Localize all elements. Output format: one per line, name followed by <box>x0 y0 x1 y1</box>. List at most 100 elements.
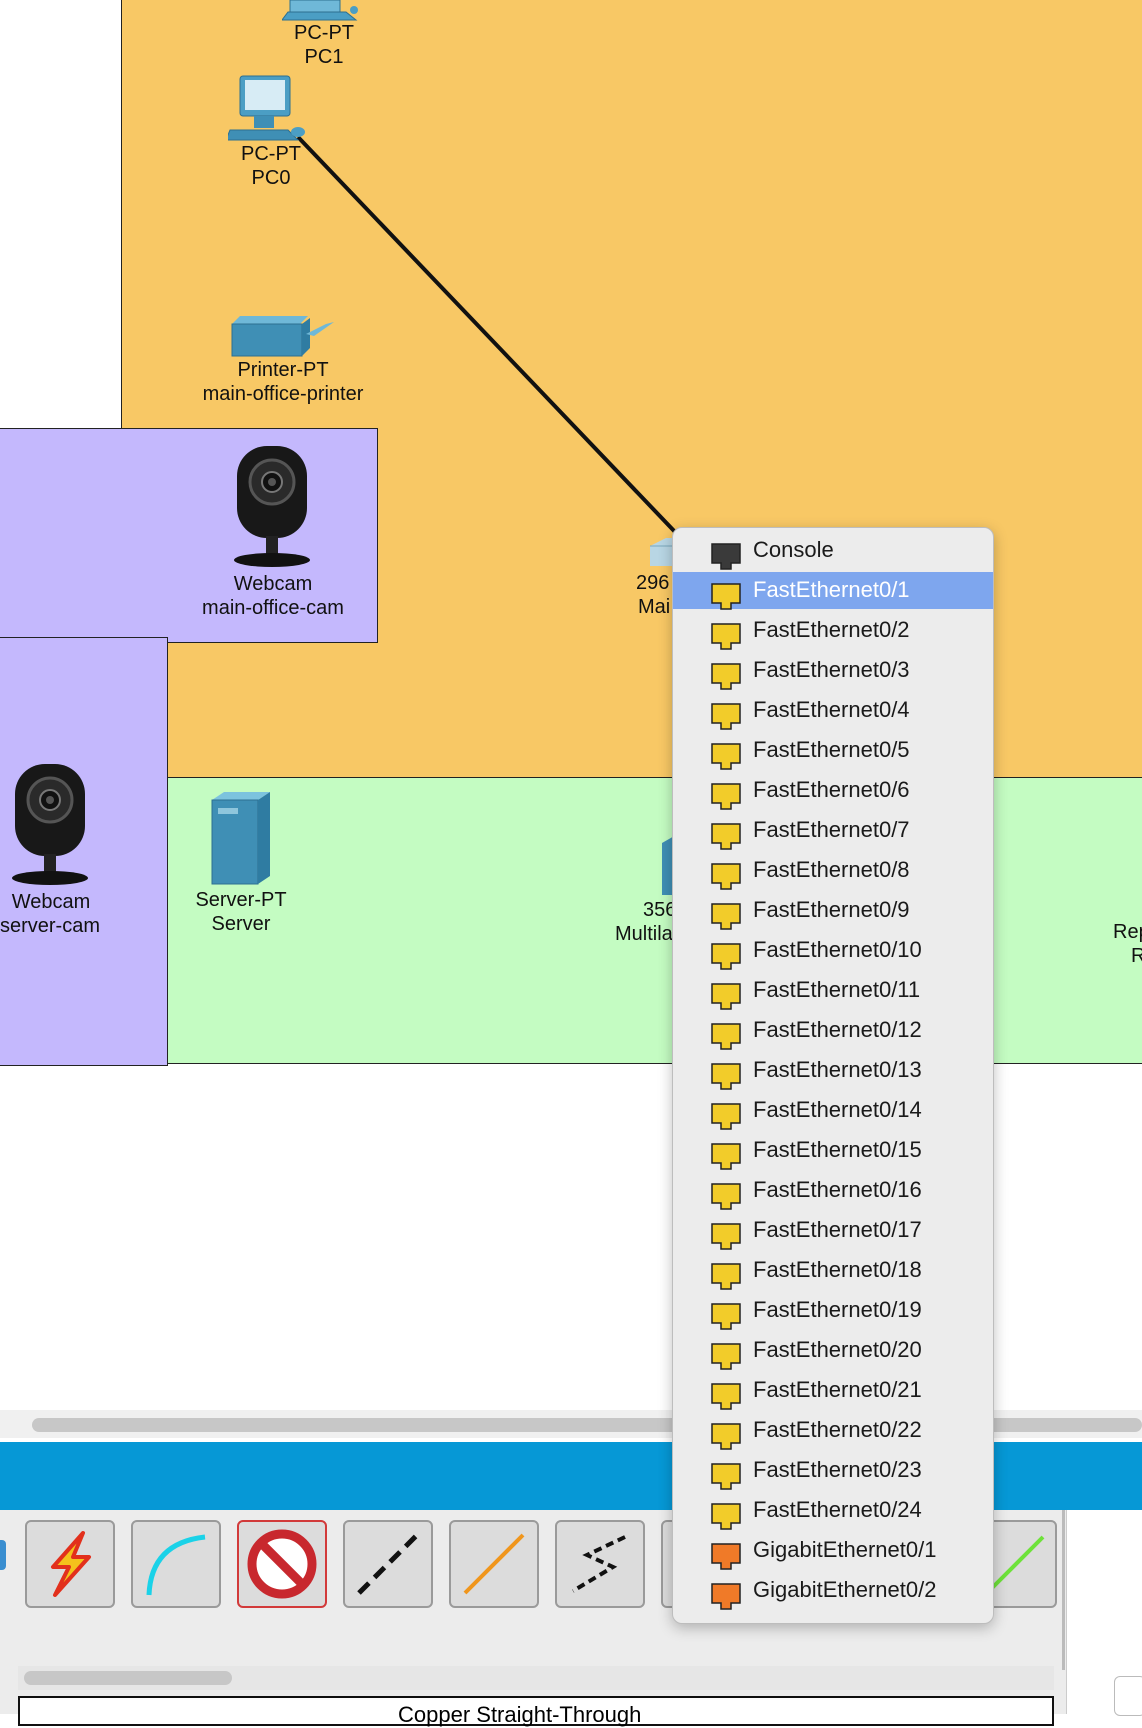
port-menu-item-label: FastEthernet0/15 <box>753 1137 922 1162</box>
port-menu-item[interactable]: FastEthernet0/19 <box>673 1292 993 1330</box>
port-menu-item[interactable]: FastEthernet0/24 <box>673 1492 993 1530</box>
side-panel-box[interactable] <box>1114 1676 1142 1716</box>
fiber-tool[interactable] <box>555 1520 645 1608</box>
printer-type-label: Printer-PT <box>237 359 329 381</box>
port-menu-item-label: FastEthernet0/21 <box>753 1377 922 1402</box>
gigabit-port-icon <box>711 1543 741 1570</box>
none-icon <box>247 1529 317 1599</box>
port-menu-item[interactable]: FastEthernet0/20 <box>673 1332 993 1370</box>
webcam-office-icon[interactable] <box>232 444 312 570</box>
port-menu-item[interactable]: FastEthernet0/2 <box>673 612 993 650</box>
port-menu-item-label: FastEthernet0/16 <box>753 1177 922 1202</box>
fast-port-icon <box>711 1503 741 1530</box>
toolstrip-hscrollbar[interactable] <box>18 1666 1054 1690</box>
port-menu-item-label: FastEthernet0/10 <box>753 937 922 962</box>
port-menu-item[interactable]: FastEthernet0/13 <box>673 1052 993 1090</box>
port-menu-item[interactable]: FastEthernet0/11 <box>673 972 993 1010</box>
port-menu-item[interactable]: FastEthernet0/18 <box>673 1252 993 1290</box>
port-menu-item[interactable]: FastEthernet0/14 <box>673 1092 993 1130</box>
fast-port-icon <box>711 903 741 930</box>
fast-port-icon <box>711 943 741 970</box>
webcam-office-type-label: Webcam <box>233 573 313 595</box>
port-menu-item[interactable]: FastEthernet0/21 <box>673 1372 993 1410</box>
port-menu-item-label: FastEthernet0/4 <box>753 697 910 722</box>
repeater-name-label: R <box>1131 945 1142 967</box>
port-menu-item-label: GigabitEthernet0/1 <box>753 1537 937 1562</box>
fast-port-icon <box>711 823 741 850</box>
port-menu-item[interactable]: FastEthernet0/10 <box>673 932 993 970</box>
console-cable-tool[interactable] <box>131 1520 221 1608</box>
webcam-server-type-label: Webcam <box>11 891 91 913</box>
port-menu-item-label: FastEthernet0/5 <box>753 737 910 762</box>
toolstrip-left-edge-icon <box>0 1540 6 1570</box>
port-menu-item[interactable]: GigabitEthernet0/2 <box>673 1572 993 1610</box>
port-menu-item[interactable]: FastEthernet0/3 <box>673 652 993 690</box>
pc0-type-label: PC-PT <box>241 143 301 165</box>
port-menu-item-label: FastEthernet0/2 <box>753 617 910 642</box>
port-menu-item-label: FastEthernet0/8 <box>753 857 910 882</box>
multilayer-name-label: Multila <box>615 923 673 945</box>
fast-port-icon <box>711 663 741 690</box>
port-menu-item-label: GigabitEthernet0/2 <box>753 1577 937 1602</box>
printer-name-label: main-office-printer <box>202 383 364 405</box>
toolstrip-hscroll-thumb[interactable] <box>24 1671 232 1685</box>
port-menu-item-label: FastEthernet0/17 <box>753 1217 922 1242</box>
copper-cross-tool[interactable] <box>449 1520 539 1608</box>
port-menu-item[interactable]: FastEthernet0/12 <box>673 1012 993 1050</box>
port-menu-item-label: FastEthernet0/11 <box>753 977 921 1002</box>
port-menu-item[interactable]: FastEthernet0/6 <box>673 772 993 810</box>
port-menu-item[interactable]: GigabitEthernet0/1 <box>673 1532 993 1570</box>
port-menu-item[interactable]: FastEthernet0/7 <box>673 812 993 850</box>
port-menu-item-label: FastEthernet0/19 <box>753 1297 922 1322</box>
port-menu-item[interactable]: FastEthernet0/4 <box>673 692 993 730</box>
webcam-office-name-label: main-office-cam <box>202 597 344 619</box>
fast-port-icon <box>711 1303 741 1330</box>
console-port-icon <box>711 543 741 570</box>
server-icon[interactable] <box>210 792 272 886</box>
switch-icon[interactable] <box>646 538 676 566</box>
port-menu-item[interactable]: FastEthernet0/5 <box>673 732 993 770</box>
fast-port-icon <box>711 863 741 890</box>
fast-port-icon <box>711 703 741 730</box>
port-menu-item-label: FastEthernet0/20 <box>753 1337 922 1362</box>
port-menu-item[interactable]: FastEthernet0/22 <box>673 1412 993 1450</box>
port-menu-item[interactable]: FastEthernet0/8 <box>673 852 993 890</box>
port-menu-item-label: FastEthernet0/24 <box>753 1497 922 1522</box>
port-menu-item[interactable]: FastEthernet0/1 <box>673 572 993 610</box>
port-menu-item[interactable]: FastEthernet0/16 <box>673 1172 993 1210</box>
port-menu-item[interactable]: FastEthernet0/23 <box>673 1452 993 1490</box>
switch-name-label: Mai <box>638 596 671 618</box>
no-connection-tool[interactable] <box>237 1520 327 1608</box>
port-menu-item[interactable]: Console <box>673 532 993 570</box>
copper-straight-tool[interactable] <box>343 1520 433 1608</box>
port-menu-item-label: FastEthernet0/18 <box>753 1257 922 1282</box>
port-menu-item[interactable]: FastEthernet0/17 <box>673 1212 993 1250</box>
fast-port-icon <box>711 983 741 1010</box>
auto-connection-icon <box>51 1531 91 1597</box>
webcam-server-icon[interactable] <box>10 762 90 888</box>
port-menu-item-label: Console <box>753 537 834 562</box>
repeater-type-label: Rep <box>1113 921 1142 943</box>
port-menu-item[interactable]: FastEthernet0/9 <box>673 892 993 930</box>
port-menu-item-label: FastEthernet0/3 <box>753 657 910 682</box>
port-menu-item-label: FastEthernet0/6 <box>753 777 910 802</box>
multilayer-type-label: 356 <box>643 899 677 921</box>
fast-port-icon <box>711 1023 741 1050</box>
fast-port-icon <box>711 743 741 770</box>
port-menu-item-label: FastEthernet0/13 <box>753 1057 922 1082</box>
fast-port-icon <box>711 583 741 610</box>
gigabit-port-icon <box>711 1583 741 1610</box>
printer-icon[interactable] <box>230 316 336 358</box>
server-name-label: Server <box>211 913 271 935</box>
auto-connection-tool[interactable] <box>25 1520 115 1608</box>
pc0-icon[interactable] <box>225 74 312 144</box>
console-cable-icon <box>146 1534 206 1596</box>
webcam-server-name-label: server-cam <box>0 915 100 937</box>
port-menu-item[interactable]: FastEthernet0/15 <box>673 1132 993 1170</box>
port-menu-item-label: FastEthernet0/22 <box>753 1417 922 1442</box>
pc1-icon[interactable] <box>281 0 364 22</box>
usb-icon <box>985 1535 1045 1595</box>
port-menu-item-label: FastEthernet0/9 <box>753 897 910 922</box>
fast-port-icon <box>711 1143 741 1170</box>
